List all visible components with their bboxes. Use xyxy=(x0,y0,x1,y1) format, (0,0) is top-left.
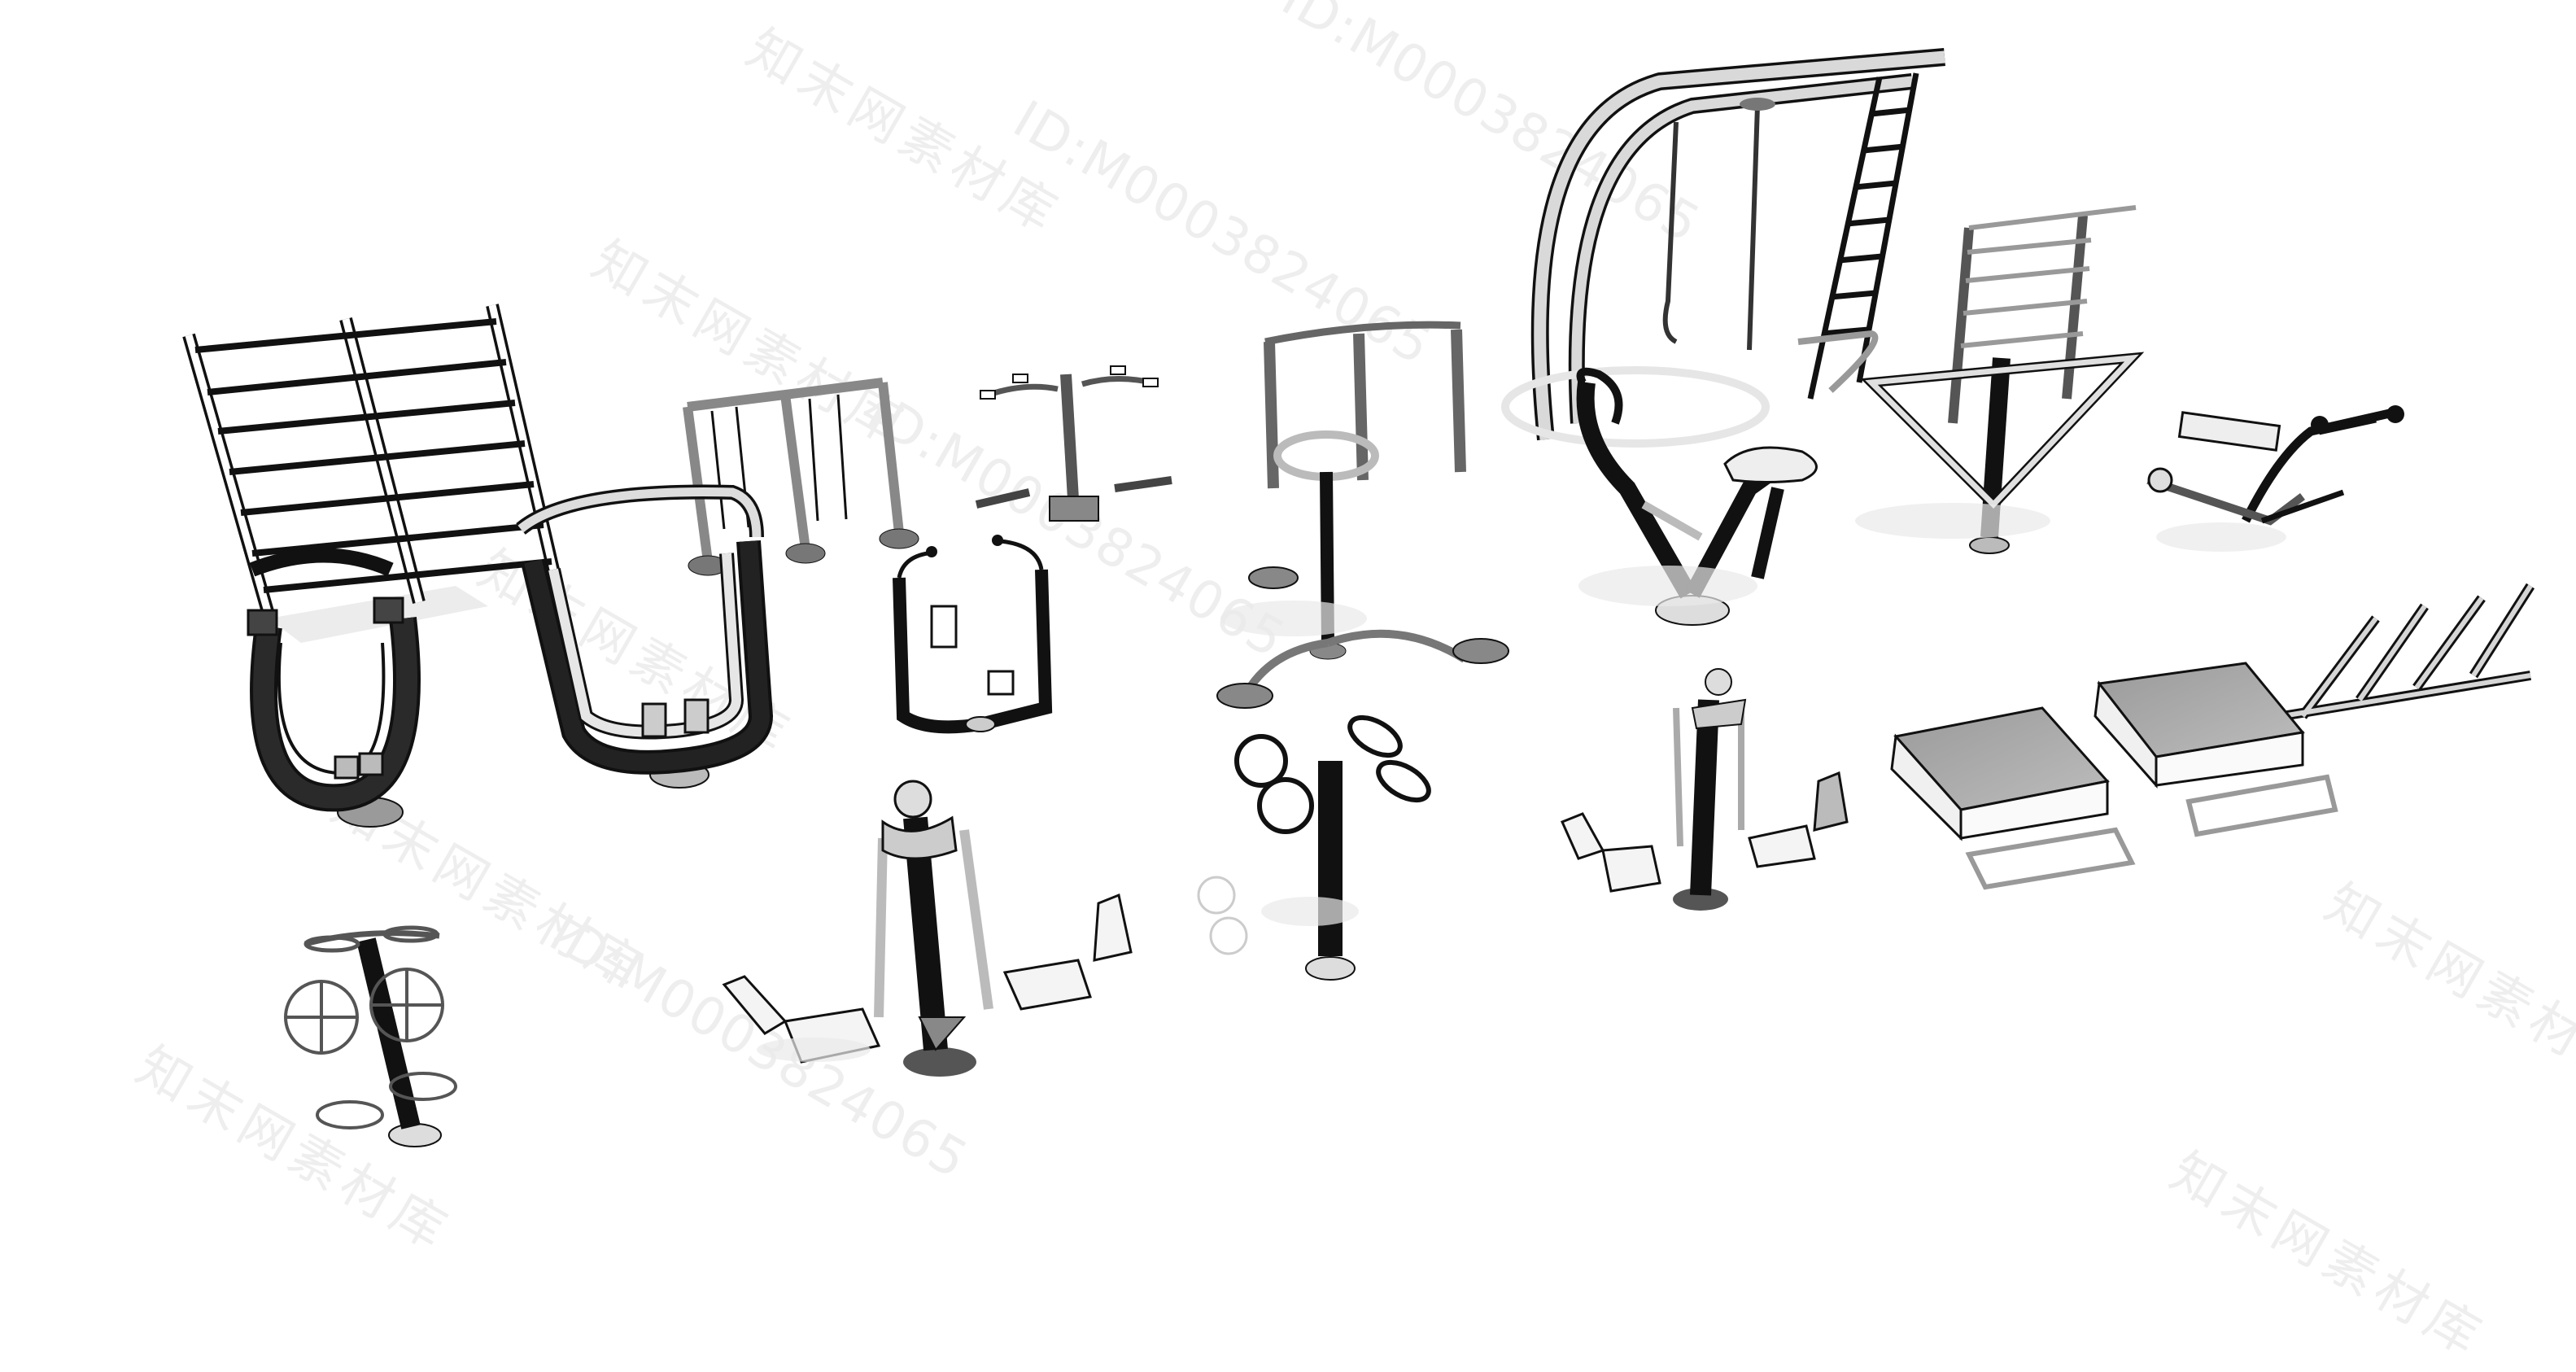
low-ladder-bars xyxy=(2281,583,2535,721)
u-bar-stepper-large xyxy=(516,484,774,789)
twister-with-stools xyxy=(1216,321,1509,709)
sit-up-boards xyxy=(1890,662,2338,890)
pushchair-press xyxy=(2146,405,2404,526)
floor-shadows xyxy=(757,503,2286,1062)
parallel-ladder-frame xyxy=(182,304,560,643)
double-chair-leg-press xyxy=(1560,668,1849,911)
u-bar-stepper-small xyxy=(247,548,421,828)
arch-frame-with-rings-and-ladder xyxy=(1501,48,1945,448)
double-arm-pushup xyxy=(975,365,1172,522)
fitness-equipment-scene xyxy=(182,48,2535,1147)
chest-press-mini xyxy=(893,535,1053,734)
horseback-rider xyxy=(1576,367,1818,626)
tai-chi-wheel-pole xyxy=(284,925,457,1147)
triple-air-walker xyxy=(683,378,919,576)
triangle-wall-bar xyxy=(1860,205,2145,554)
double-wheel-pole xyxy=(1197,714,1431,981)
seated-leg-press xyxy=(722,780,1133,1077)
